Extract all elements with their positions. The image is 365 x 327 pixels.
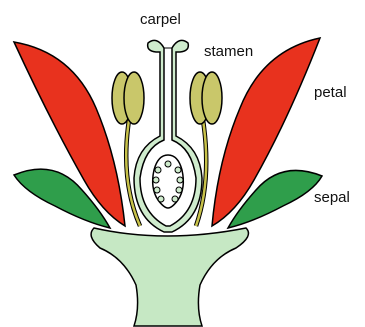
label-stamen: stamen bbox=[204, 43, 253, 60]
receptacle bbox=[91, 228, 248, 326]
label-carpel: carpel bbox=[140, 11, 181, 28]
label-sepal: sepal bbox=[314, 189, 350, 206]
anther-left bbox=[112, 72, 144, 124]
label-petal: petal bbox=[314, 84, 347, 101]
anther-right bbox=[190, 72, 222, 124]
